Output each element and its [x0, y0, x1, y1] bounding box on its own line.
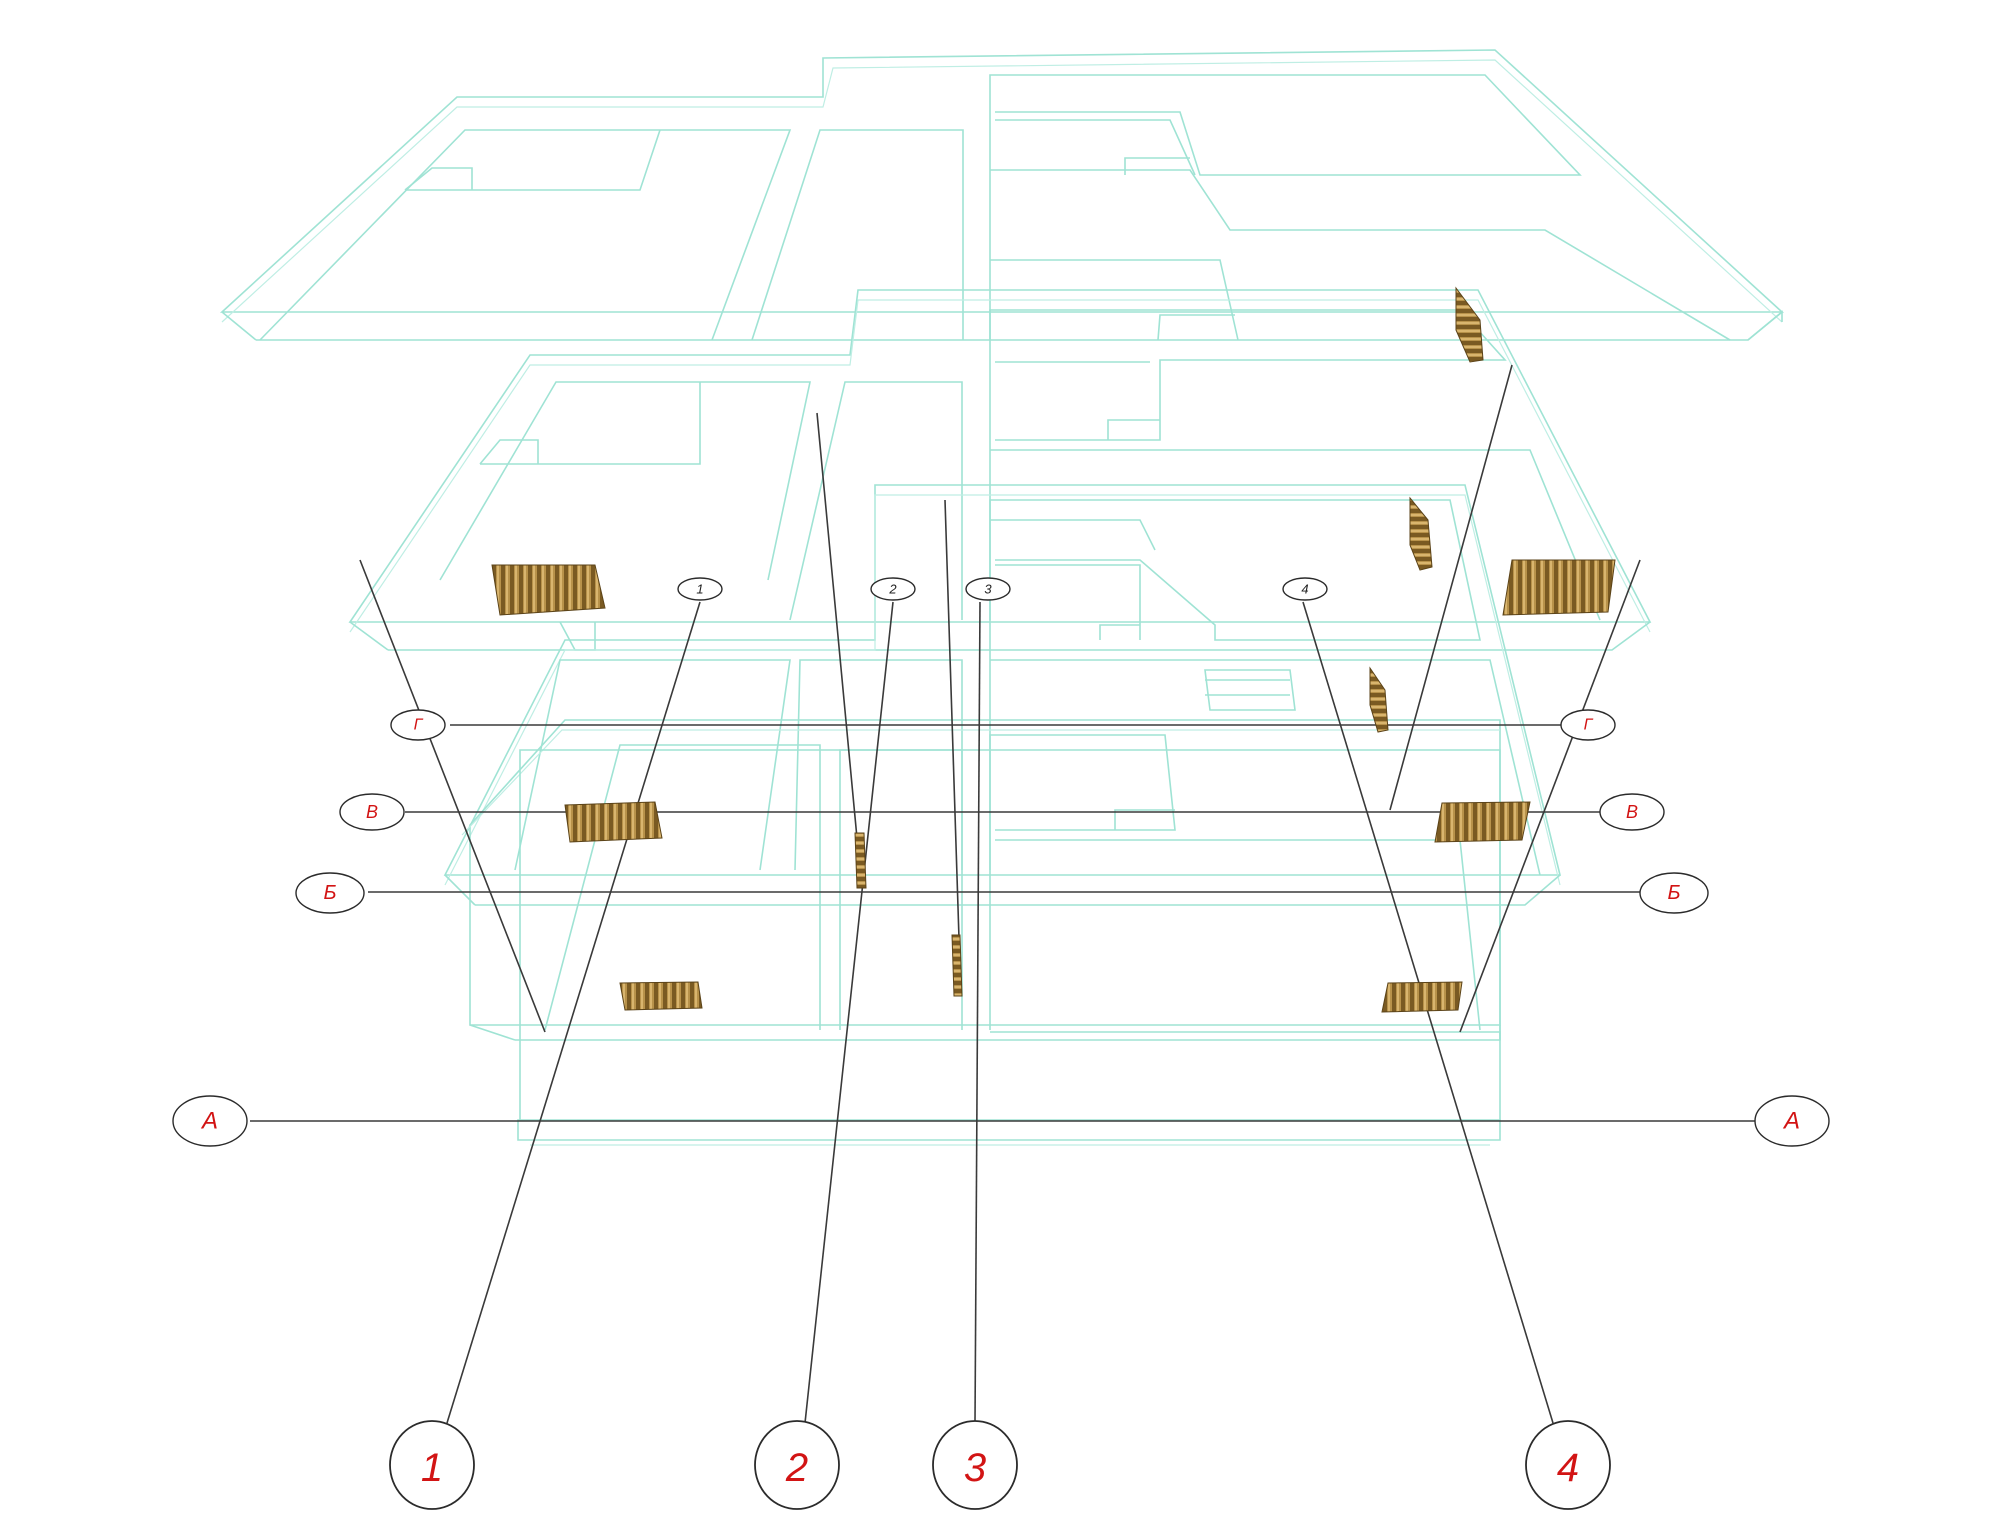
radiator: [1434, 801, 1531, 843]
axis-2-label: 2: [785, 1446, 808, 1490]
axis-B-bubble-left: [295, 872, 365, 914]
axis-2-bubble: [754, 1420, 840, 1510]
small-axis-bubbles: 1 2 3 4: [677, 577, 1328, 601]
column-axis-bubbles: 1 2 3 4: [389, 1420, 1611, 1510]
axis-G-label-left: Г: [414, 717, 424, 734]
axis-A-label-right: А: [1782, 1108, 1800, 1135]
axis-G-label-right: Г: [1584, 717, 1594, 734]
axis-B-label-right: Б: [1667, 882, 1680, 904]
corner-post-right: [1459, 559, 1641, 1033]
small-bubble-2-label: 2: [888, 582, 897, 597]
radiator: [619, 981, 703, 1011]
axis-B-label-left: Б: [323, 882, 336, 904]
radiator: [491, 564, 606, 616]
radiator: [951, 934, 963, 997]
base-slab: [517, 749, 1501, 1146]
axis-B-bubble-right: [1639, 872, 1709, 914]
axis-A-bubble-left: [172, 1095, 248, 1147]
row-axis-bubbles: Г Г В В Б Б А А: [172, 709, 1830, 1147]
axis-4-bubble: [1525, 1420, 1611, 1510]
radiators: [491, 286, 1616, 1013]
axis-4-label: 4: [1557, 1446, 1579, 1490]
radiator: [564, 801, 663, 843]
axis-3-bubble: [932, 1420, 1018, 1510]
axis-1-bubble: [389, 1420, 475, 1510]
axis-V-label-right: В: [1626, 802, 1638, 822]
axis-3-label: 3: [964, 1446, 986, 1490]
axis-V-label-left: В: [366, 802, 378, 822]
leader-2: [804, 601, 894, 1424]
riser-line-2: [816, 412, 861, 871]
corner-post-left: [359, 559, 546, 1033]
axis-lines: [250, 364, 1755, 1424]
floor-plan-2: [443, 484, 1562, 906]
radiator: [1455, 286, 1484, 363]
small-bubble-1-label: 1: [696, 582, 703, 597]
leader-1: [446, 601, 701, 1424]
small-bubble-4-label: 4: [1301, 582, 1308, 597]
radiator: [854, 832, 867, 889]
corner-post-back-right: [1389, 364, 1513, 811]
floor-plan-1: [461, 719, 1501, 1041]
axis-G-bubble-right: [1560, 709, 1616, 741]
small-bubble-3-label: 3: [984, 582, 992, 597]
axis-V-bubble-left: [339, 793, 405, 831]
small-bubble-2: [870, 577, 916, 601]
radiator: [1502, 559, 1616, 616]
radiator: [1381, 981, 1463, 1013]
axis-1-label: 1: [421, 1446, 443, 1490]
floor-plan-top: [219, 49, 1785, 341]
axis-V-bubble-right: [1599, 793, 1665, 831]
radiator: [1409, 496, 1433, 571]
axis-A-label-left: А: [200, 1108, 218, 1135]
leader-4: [1302, 601, 1554, 1424]
leader-3: [974, 601, 981, 1424]
small-bubble-4: [1282, 577, 1328, 601]
small-bubble-3: [965, 577, 1011, 601]
axis-A-bubble-right: [1754, 1095, 1830, 1147]
axis-G-bubble-left: [390, 709, 446, 741]
small-bubble-1: [677, 577, 723, 601]
riser-line-3: [944, 499, 961, 971]
radiator: [1369, 666, 1389, 733]
